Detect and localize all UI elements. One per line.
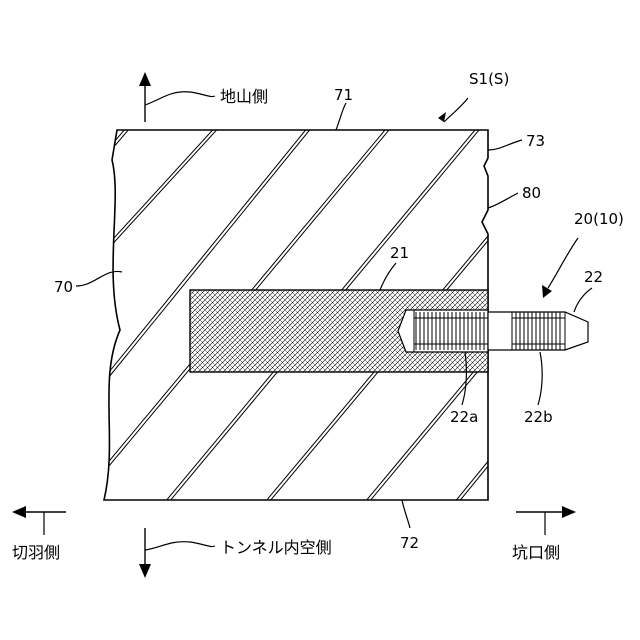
- label-bolt-inner: 22a: [450, 408, 478, 426]
- arrow-left-icon: [12, 506, 26, 518]
- leader-22b: [538, 352, 542, 405]
- leader-20: [548, 238, 578, 288]
- arrow-up-icon: [139, 72, 151, 86]
- bolt-outer-portion: [488, 312, 588, 350]
- bolt-inner-portion: [398, 310, 488, 352]
- label-direction-down: トンネル内空側: [220, 538, 332, 557]
- leader-73: [488, 140, 522, 150]
- arrow-down-icon: [139, 564, 151, 578]
- leader-21: [380, 263, 396, 290]
- leader-80: [488, 193, 518, 208]
- label-face-top: 71: [334, 86, 353, 104]
- label-figure-ref: S1(S): [469, 70, 509, 88]
- label-assembly: 20(10): [574, 210, 624, 228]
- label-face-right: 73: [526, 132, 545, 150]
- arrow-right-icon: [562, 506, 576, 518]
- label-bolt-outer: 22b: [524, 408, 553, 426]
- arrowhead-assembly-icon: [542, 285, 552, 298]
- label-direction-up: 地山側: [220, 87, 268, 106]
- label-bolt: 22: [584, 268, 603, 286]
- leader-22: [574, 288, 592, 312]
- leader-S1: [444, 98, 468, 122]
- leader-72: [402, 500, 410, 528]
- label-hole: 21: [390, 244, 409, 262]
- label-face-bottom: 72: [400, 534, 419, 552]
- leader-71: [336, 103, 346, 130]
- label-direction-left: 切羽側: [12, 543, 60, 562]
- label-ground: 70: [54, 278, 73, 296]
- leader-70: [76, 271, 122, 286]
- label-direction-right: 坑口側: [512, 543, 560, 562]
- label-crack: 80: [522, 184, 541, 202]
